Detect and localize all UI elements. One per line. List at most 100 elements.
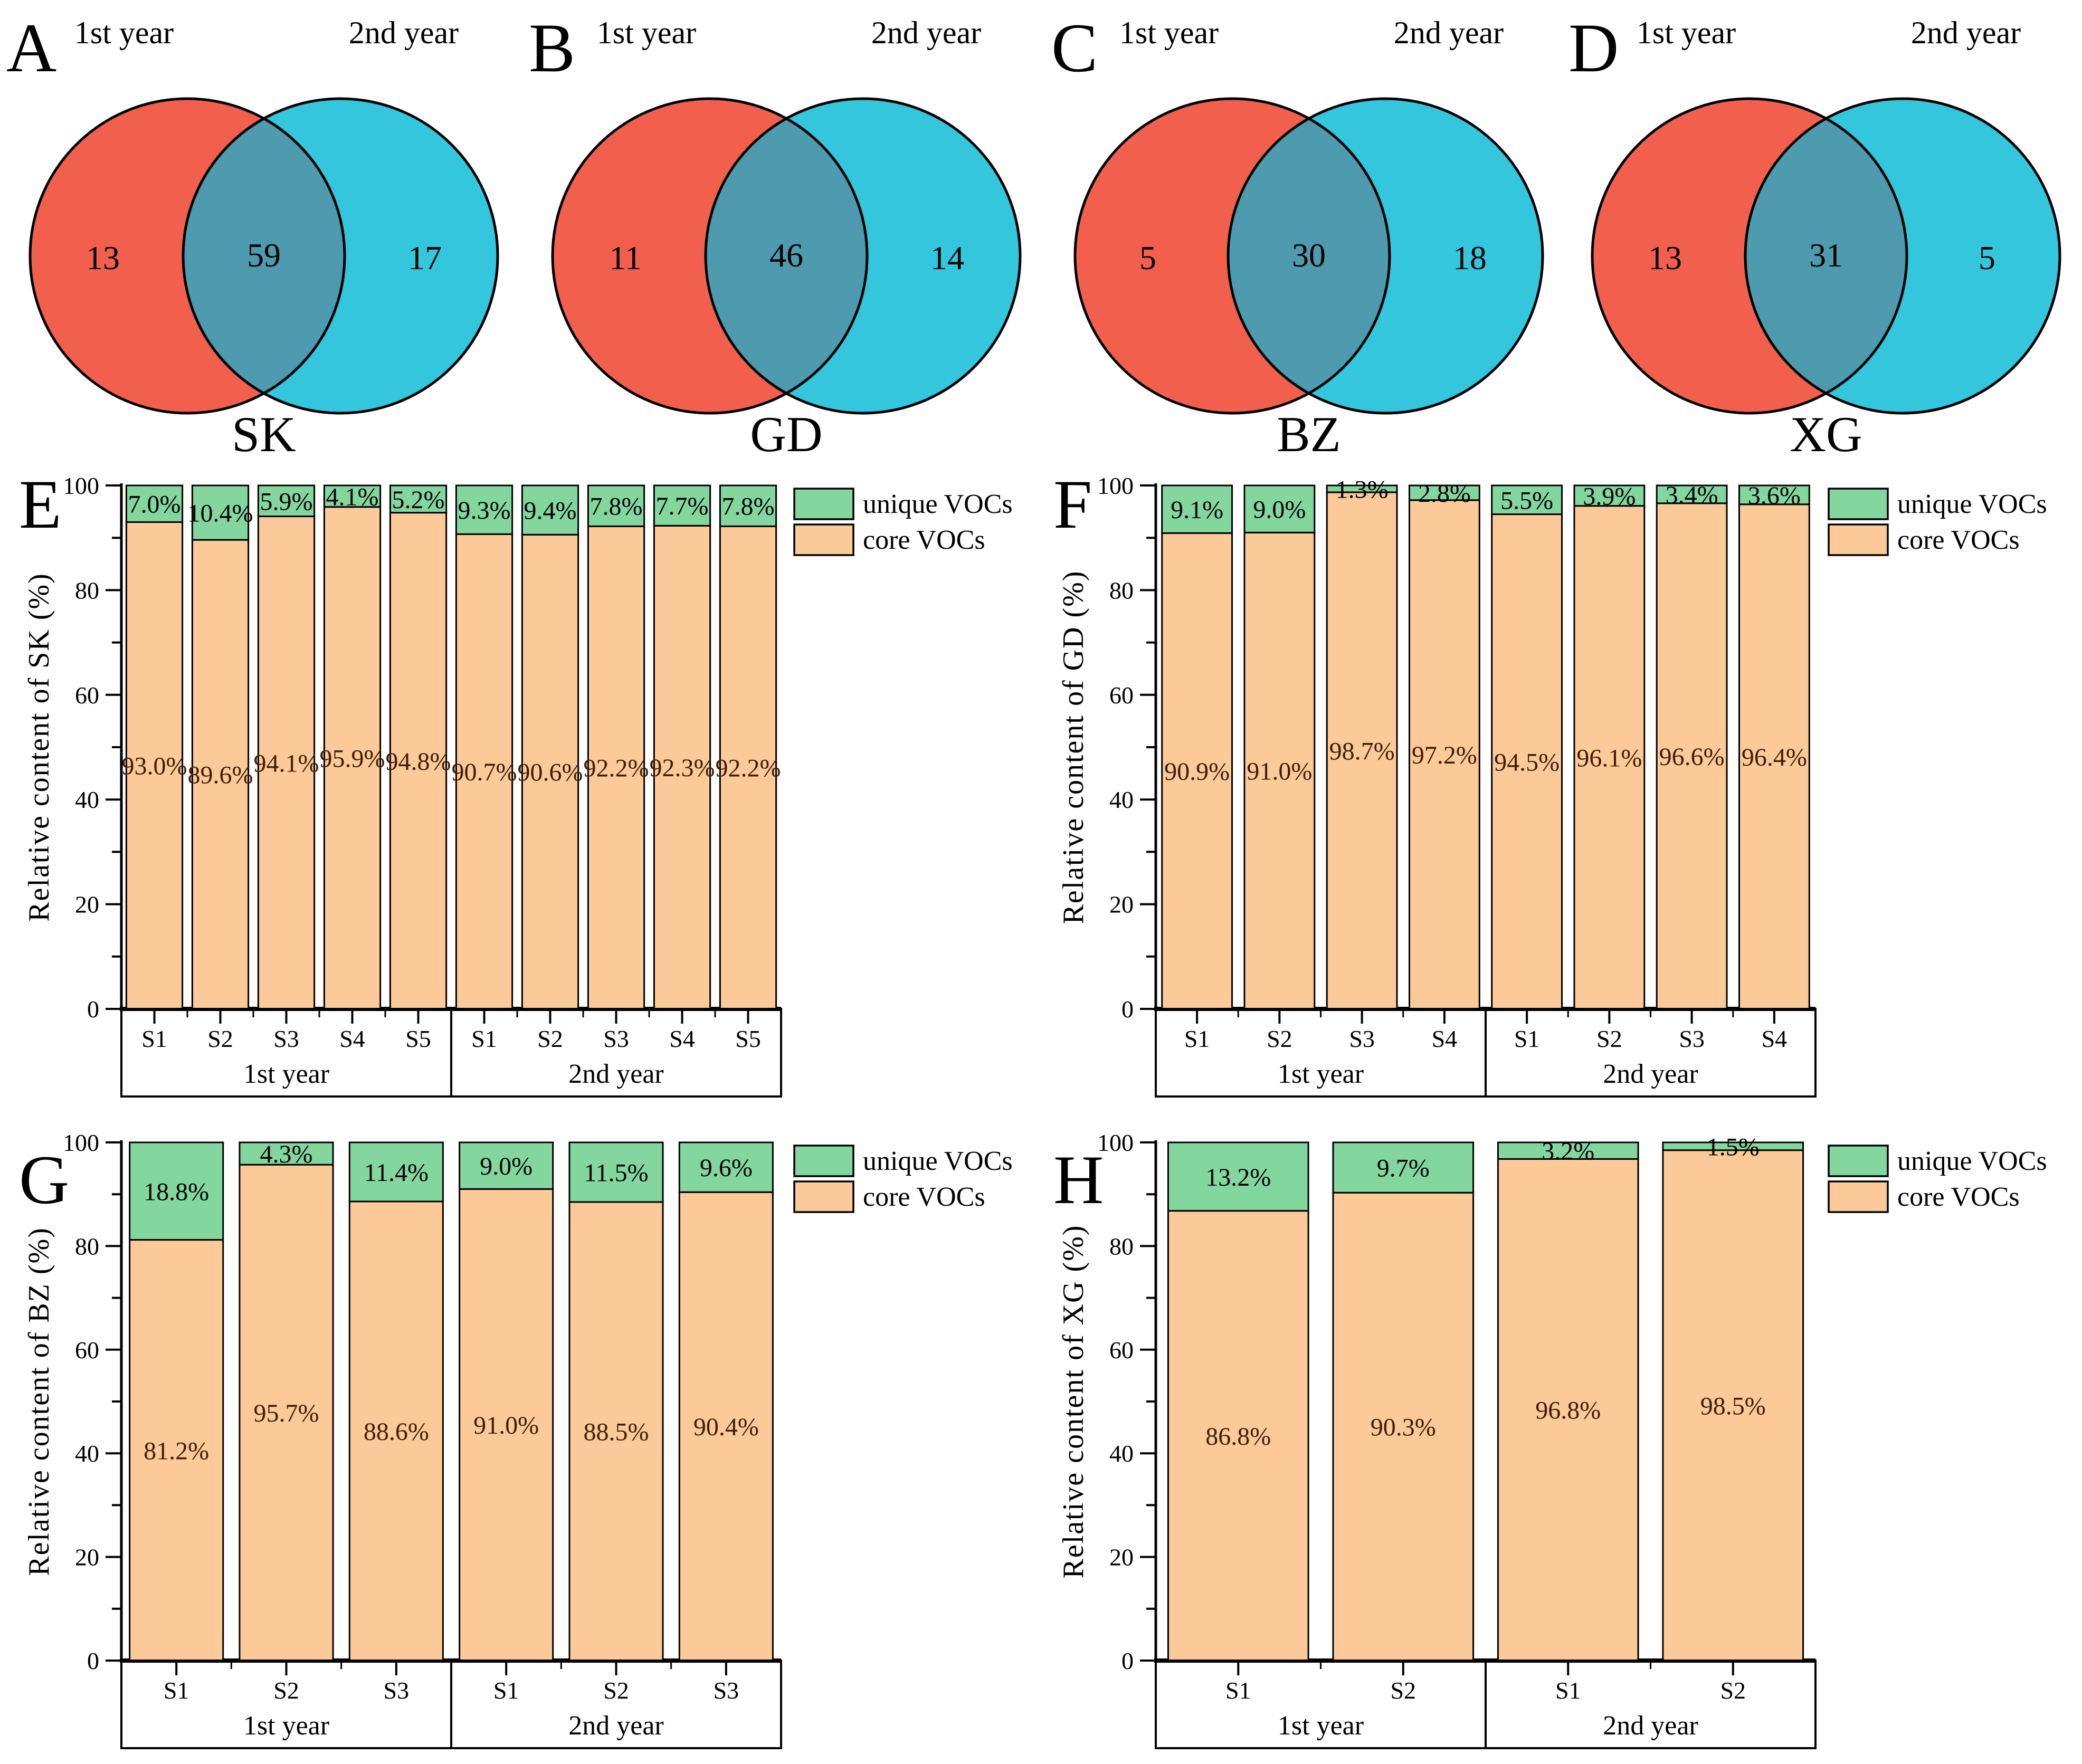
legend-core-swatch bbox=[1828, 523, 1889, 556]
bar-unique-segment bbox=[1332, 1141, 1475, 1194]
y-tick-label: 80 bbox=[1109, 577, 1134, 604]
bar-core-segment bbox=[1332, 1191, 1475, 1662]
bar-core-value-label: 97.2% bbox=[1412, 741, 1477, 769]
bar-unique-value-label: 7.7% bbox=[656, 492, 709, 520]
bar-unique-segment bbox=[1573, 484, 1646, 507]
legend-core-label: core VOCs bbox=[1897, 1182, 2020, 1212]
bar-unique-value-label: 9.7% bbox=[1377, 1155, 1430, 1183]
venn-shared-count: 59 bbox=[247, 236, 281, 274]
venn-site-label: XG bbox=[1790, 406, 1862, 462]
group-label-second-year: 2nd year bbox=[568, 1059, 663, 1089]
bar-unique-segment bbox=[239, 1141, 334, 1166]
legend-core-label: core VOCs bbox=[1897, 525, 2020, 555]
venn-right-only-count: 5 bbox=[1979, 239, 1995, 276]
x-category-label: S4 bbox=[1432, 1025, 1458, 1052]
bar-unique-value-label: 9.6% bbox=[700, 1154, 753, 1182]
bar-core-value-label: 88.6% bbox=[364, 1418, 429, 1446]
bar-unique-segment bbox=[129, 1141, 224, 1241]
bar-unique-value-label: 11.5% bbox=[584, 1159, 648, 1187]
x-category-label: S4 bbox=[1762, 1025, 1788, 1052]
bar-core-segment bbox=[1326, 491, 1398, 1010]
venn-first-year-outline bbox=[28, 97, 346, 415]
x-category-label: S1 bbox=[1184, 1025, 1210, 1052]
panel-letter: B bbox=[529, 9, 575, 87]
y-tick-label: 100 bbox=[63, 472, 99, 499]
y-tick-label: 0 bbox=[1121, 1647, 1134, 1674]
bar-unique-segment bbox=[1408, 484, 1480, 501]
y-tick-label: 80 bbox=[75, 577, 99, 604]
bar-unique-segment bbox=[455, 484, 514, 535]
legend-core-label: core VOCs bbox=[863, 525, 985, 555]
legend-unique-swatch bbox=[1828, 1145, 1889, 1177]
bar-core-value-label: 92.3% bbox=[650, 754, 715, 782]
bar-core-value-label: 96.1% bbox=[1576, 744, 1642, 772]
x-category-label: S4 bbox=[339, 1025, 365, 1052]
legend-unique-swatch bbox=[793, 488, 854, 520]
bar-unique-segment bbox=[389, 484, 448, 514]
bar-core-value-label: 90.7% bbox=[452, 758, 517, 786]
bar-unique-segment bbox=[719, 484, 777, 527]
venn-site-label: BZ bbox=[1277, 406, 1341, 462]
group-label-second-year: 2nd year bbox=[568, 1711, 663, 1741]
legend-core-swatch bbox=[793, 1180, 854, 1213]
bar-core-value-label: 90.4% bbox=[693, 1413, 759, 1441]
bar-core-value-label: 95.9% bbox=[320, 745, 385, 773]
panel-letter: G bbox=[19, 1141, 69, 1218]
bar-core-segment bbox=[459, 1188, 554, 1662]
panel-letter: C bbox=[1051, 9, 1098, 87]
y-tick-label: 20 bbox=[1109, 891, 1134, 918]
bar-unique-segment bbox=[1738, 484, 1810, 506]
bar-unique-segment bbox=[257, 484, 316, 518]
x-category-label: S2 bbox=[1596, 1025, 1622, 1052]
y-tick-label: 60 bbox=[75, 1337, 99, 1363]
bar-unique-segment bbox=[323, 484, 382, 508]
bar-unique-segment bbox=[521, 484, 579, 536]
y-tick-label: 0 bbox=[87, 1647, 99, 1674]
x-category-label: S5 bbox=[735, 1025, 761, 1052]
bar-unique-value-label: 5.9% bbox=[260, 488, 313, 516]
panel-letter: F bbox=[1053, 465, 1092, 543]
venn-right-only-count: 18 bbox=[1453, 239, 1487, 276]
group-label-second-year: 2nd year bbox=[1603, 1059, 1698, 1089]
bar-unique-value-label: 13.2% bbox=[1205, 1164, 1271, 1191]
legend-unique-label: unique VOCs bbox=[863, 1146, 1013, 1176]
bar-unique-value-label: 10.4% bbox=[188, 500, 253, 528]
bar-unique-value-label: 7.8% bbox=[590, 493, 643, 521]
venn-right-set-label: 2nd year bbox=[349, 15, 459, 50]
bar-unique-segment bbox=[1662, 1141, 1804, 1151]
bar-unique-segment bbox=[1656, 484, 1728, 504]
bar-core-value-label: 98.5% bbox=[1700, 1392, 1766, 1420]
bar-unique-segment bbox=[191, 484, 250, 541]
y-tick-label: 0 bbox=[87, 996, 99, 1023]
bar-unique-segment bbox=[348, 1141, 444, 1203]
panel-letter: D bbox=[1568, 9, 1619, 87]
legend-unique-swatch bbox=[793, 1145, 854, 1177]
bar-unique-segment bbox=[653, 484, 711, 527]
venn-left-only-count: 11 bbox=[609, 239, 642, 276]
group-label-first-year: 1st year bbox=[243, 1059, 329, 1089]
panel-letter: E bbox=[19, 465, 62, 543]
x-category-label: S3 bbox=[384, 1677, 410, 1704]
venn-left-only-count: 13 bbox=[86, 239, 120, 276]
venn-second-year-outline bbox=[704, 97, 1022, 415]
venn-left-only-count: 13 bbox=[1648, 239, 1682, 276]
group-label-first-year: 1st year bbox=[1278, 1711, 1364, 1741]
bar-unique-segment bbox=[568, 1141, 664, 1203]
bar-core-value-label: 90.6% bbox=[518, 759, 583, 787]
y-axis-title: Relative content of XG (%) bbox=[1057, 1225, 1090, 1579]
legend-unique-label: unique VOCs bbox=[1897, 489, 2047, 519]
group-label-second-year: 2nd year bbox=[1603, 1711, 1698, 1741]
bar-unique-segment bbox=[678, 1141, 774, 1193]
group-label-first-year: 1st year bbox=[1278, 1059, 1364, 1089]
bar-unique-value-label: 5.2% bbox=[392, 486, 445, 514]
x-category-label: S2 bbox=[273, 1677, 299, 1704]
bar-unique-value-label: 4.1% bbox=[326, 483, 379, 511]
legend-unique-swatch bbox=[1828, 488, 1889, 520]
bar-unique-segment bbox=[1167, 1141, 1309, 1212]
y-axis-title: Relative content of BZ (%) bbox=[23, 1227, 55, 1576]
x-category-label: S3 bbox=[273, 1025, 299, 1052]
legend-core-label: core VOCs bbox=[863, 1182, 985, 1212]
venn-left-set-label: 1st year bbox=[1119, 15, 1219, 50]
x-category-label: S1 bbox=[141, 1025, 167, 1052]
bar-unique-segment bbox=[1243, 484, 1316, 533]
